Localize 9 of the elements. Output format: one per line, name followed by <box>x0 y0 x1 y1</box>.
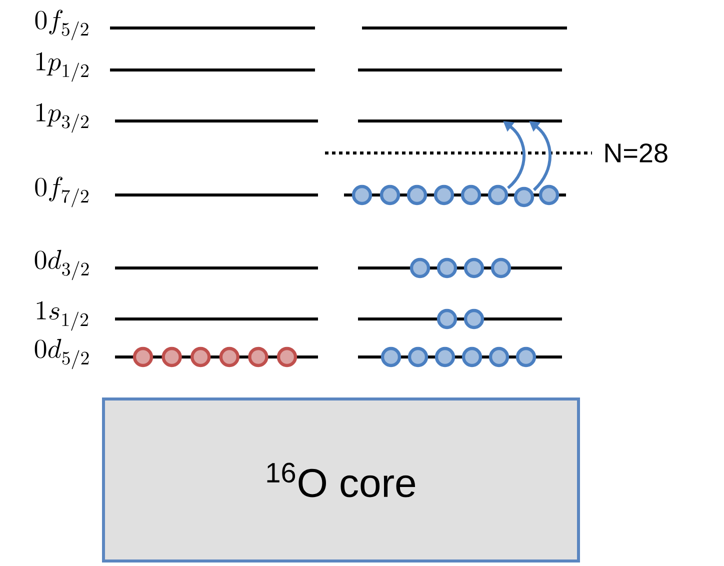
level-label: $1p_{3/2}$ <box>36 103 88 133</box>
level-label: $1p_{1/2}$ <box>36 52 88 82</box>
level-label: $0f_{7/2}$ <box>35 176 88 208</box>
magic-number-label: N=28 <box>605 143 668 163</box>
level-label: $0d_{5/2}$ <box>34 338 89 370</box>
level-label: $0d_{3/2}$ <box>34 250 89 280</box>
level-label: $0f_{5/2}$ <box>35 10 88 40</box>
core-box: $^{16}$O core <box>102 398 580 562</box>
level-label: $1s_{1/2}$ <box>36 301 88 331</box>
